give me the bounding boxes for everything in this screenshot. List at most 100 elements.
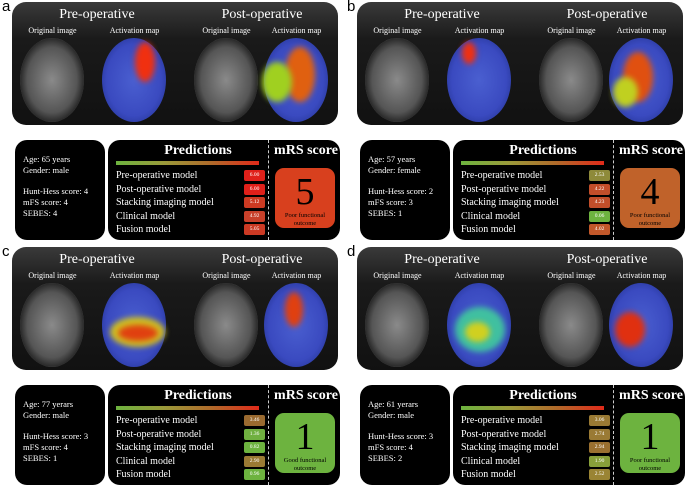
original-image xyxy=(539,283,603,367)
image-caption: Original image xyxy=(202,26,251,35)
activation-hotspot xyxy=(465,322,490,342)
model-score: 4.22 xyxy=(589,183,610,195)
image-caption: Original image xyxy=(547,271,596,280)
color-scale xyxy=(461,406,604,410)
color-scale xyxy=(116,406,259,410)
patient-field: mFS score: 4 xyxy=(23,442,68,452)
activation-map xyxy=(102,38,166,122)
model-row: Pre-operative model 6.00 xyxy=(116,169,266,183)
outcome-label: Poor functional outcome xyxy=(629,212,671,227)
patient-field: Age: 57 years xyxy=(368,154,416,164)
activation-hotspot xyxy=(135,42,155,82)
panel-letter: a xyxy=(2,0,11,15)
activation-map xyxy=(447,38,511,122)
mrs-score: 4 xyxy=(640,171,660,213)
image-caption: Original image xyxy=(373,271,422,280)
activation-hotspot xyxy=(462,42,476,64)
model-score: 5.12 xyxy=(244,197,265,209)
model-name: Clinical model xyxy=(116,210,176,222)
predictions-title: Predictions xyxy=(509,143,577,158)
divider xyxy=(613,385,614,485)
image-caption: Original image xyxy=(28,26,77,35)
model-name: Post-operative model xyxy=(116,428,202,440)
model-name: Stacking imaging model xyxy=(461,197,559,209)
activation-hotspot xyxy=(118,325,158,341)
original-image xyxy=(20,38,84,122)
panel-letter: b xyxy=(347,0,356,15)
model-name: Pre-operative model xyxy=(116,170,198,182)
mrs-title: mRS score xyxy=(619,143,683,158)
model-row: Fusion model 4.02 xyxy=(461,223,611,237)
model-row: Pre-operative model 2.53 xyxy=(461,169,611,183)
patient-field: mFS score: 4 xyxy=(23,197,68,207)
image-caption: Original image xyxy=(202,271,251,280)
image-caption: Activation map xyxy=(271,26,322,35)
divider xyxy=(268,140,269,240)
model-name: Pre-operative model xyxy=(116,415,198,427)
image-caption: Activation map xyxy=(109,26,160,35)
model-name: Fusion model xyxy=(461,224,516,236)
model-score: 4.92 xyxy=(244,210,265,222)
activation-hotspot xyxy=(262,62,292,102)
predictions-title: Predictions xyxy=(164,143,232,158)
patient-field: SEBES: 2 xyxy=(368,453,403,463)
image-caption: Activation map xyxy=(109,271,160,280)
patient-field: mFS score: 4 xyxy=(368,442,413,452)
patient-field: Hunt-Hess score: 2 xyxy=(368,186,434,196)
mrs-score: 5 xyxy=(295,171,315,213)
model-score: 4.02 xyxy=(589,224,610,236)
patient-field: Hunt-Hess score: 3 xyxy=(368,431,434,441)
post-operative-heading: Post-operative xyxy=(566,7,648,22)
spacer xyxy=(23,176,105,186)
model-score: 6.00 xyxy=(244,183,265,195)
mrs-score: 1 xyxy=(295,416,315,458)
image-caption: Activation map xyxy=(454,26,505,35)
divider xyxy=(268,385,269,485)
original-image xyxy=(194,283,258,367)
image-caption: Original image xyxy=(547,26,596,35)
patient-field: Age: 61 yerars xyxy=(368,399,419,409)
model-score: 2.74 xyxy=(589,428,610,440)
patient-field: Gender: male xyxy=(23,165,70,175)
model-name: Pre-operative model xyxy=(461,170,543,182)
patient-field: Age: 65 years xyxy=(23,154,71,164)
original-image xyxy=(20,283,84,367)
post-operative-heading: Post-operative xyxy=(221,7,303,22)
pre-operative-heading: Pre-operative xyxy=(404,252,480,267)
patient-field: SEBES: 1 xyxy=(368,208,403,218)
model-score: 3.06 xyxy=(589,415,610,427)
model-name: Stacking imaging model xyxy=(461,442,559,454)
model-score: 0.82 xyxy=(244,442,265,454)
panel-letter: c xyxy=(2,243,10,260)
outcome-label: Poor functional outcome xyxy=(629,457,671,472)
patient-field: SEBES: 1 xyxy=(23,453,58,463)
model-score: 0.96 xyxy=(244,469,265,481)
model-score: 2.90 xyxy=(244,455,265,467)
model-name: Stacking imaging model xyxy=(116,197,214,209)
pre-operative-heading: Pre-operative xyxy=(404,7,480,22)
post-operative-heading: Post-operative xyxy=(221,252,303,267)
model-score: 6.00 xyxy=(244,170,265,182)
spacer xyxy=(368,176,450,186)
mrs-title: mRS score xyxy=(274,388,338,403)
activation-hotspot xyxy=(613,77,638,107)
model-score: 3.46 xyxy=(244,415,265,427)
model-score: 2.53 xyxy=(589,170,610,182)
mrs-title: mRS score xyxy=(274,143,338,158)
patient-field: Gender: female xyxy=(368,165,421,175)
